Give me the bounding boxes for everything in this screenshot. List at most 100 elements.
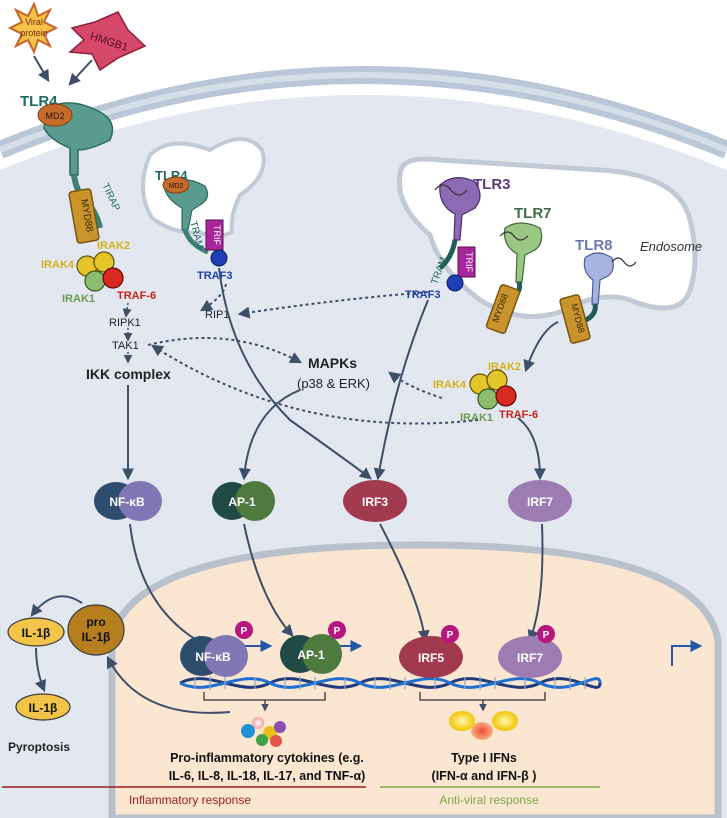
ifn-blobs	[449, 711, 518, 740]
myd88-box-left	[68, 188, 100, 244]
pro-il1b-oval	[67, 604, 125, 656]
tlr4-membrane-receptor: TLR4 MD2 TIRAP MYD88	[20, 93, 122, 244]
tlr8-label: TLR8	[575, 237, 613, 254]
pro-to-mature-arrow	[30, 595, 83, 617]
endosome-traf3-to-irf3-arrow	[218, 267, 372, 480]
irf7-nucleus-label: IRF7	[517, 651, 543, 665]
irf5-phospho-label: P	[447, 630, 454, 641]
trif-box-right	[457, 246, 476, 278]
traf3-circle-endosome	[210, 249, 228, 267]
myd88-box-tlr7	[485, 284, 521, 334]
cytokines-caption-1: Pro-inflammatory cytokines (e.g.	[170, 751, 364, 765]
irf7-cyto: IRF7	[508, 480, 572, 522]
ap1-nucleus: AP-1 P	[280, 621, 346, 674]
cytokine-blobs	[241, 717, 286, 747]
right-traf3-to-rip1-arrow	[237, 291, 429, 319]
il1b-branch: IL-1β pro IL-1β IL-1β Pyroptosis	[7, 595, 231, 754]
gene-brackets	[203, 692, 546, 712]
tlr7-label: TLR7	[514, 205, 552, 222]
irf7-phospho-label: P	[543, 630, 550, 641]
ap1-phospho-label: P	[334, 626, 341, 637]
md2-oval	[37, 103, 73, 127]
irak2-label-left: IRAK2	[97, 240, 130, 252]
irf7-cyto-label: IRF7	[527, 495, 553, 509]
nfkb-phospho-label: P	[241, 626, 248, 637]
traf3-label-endosome: TRAF3	[197, 270, 232, 282]
traf3-circle-right	[446, 274, 464, 292]
trif-label-right: TRIF	[464, 252, 474, 272]
viral-protein-label-1: Viral	[25, 17, 43, 27]
nfkb-cyto: NF-κB	[94, 481, 162, 521]
tak1-to-mapks-arrow	[147, 337, 303, 364]
irf7-import-arrow	[527, 523, 544, 643]
traf3-label-right: TRAF3	[405, 289, 440, 301]
myd88-to-irak-right-arrow	[523, 321, 559, 373]
viral-to-tlr4-arrow	[33, 55, 50, 83]
md2-label-endosome: MD2	[169, 183, 184, 190]
tlr8-receptor: TLR8 MYD88	[559, 237, 637, 344]
endosome-label: Endosome	[640, 239, 702, 254]
viral-protein-star: Viral protein	[7, 1, 59, 55]
myd88-box-tlr8	[559, 294, 591, 344]
nfkb-nucleus: NF-κB P	[180, 621, 253, 677]
pyroptosis-label: Pyroptosis	[8, 740, 70, 754]
irak4-label-left: IRAK4	[41, 259, 75, 271]
nfkb-import-arrow	[129, 523, 208, 647]
irak1-label-right: IRAK1	[460, 412, 493, 424]
ifn-caption-1: Type I IFNs	[451, 751, 517, 765]
irf3-cyto-label: IRF3	[362, 495, 388, 509]
irak2-circle-right	[486, 369, 508, 391]
cytokine-to-pro-il1b-arrow	[106, 655, 231, 714]
irak4-label-right: IRAK4	[433, 379, 467, 391]
traf6-circle-right	[495, 385, 517, 407]
ifn-caption-2: (IFN-α and IFN-β )	[432, 769, 537, 783]
irf3-import-arrow	[379, 523, 430, 643]
nfkb-nucleus-label: NF-κB	[195, 650, 231, 664]
irf7-nucleus: IRF7 P	[498, 625, 562, 678]
signaling-arrows	[122, 267, 559, 481]
ap1-nucleus-label: AP-1	[297, 648, 325, 662]
inflammatory-response-label: Inflammatory response	[129, 793, 251, 807]
nfkb-cyto-label: NF-κB	[109, 495, 145, 509]
irf5-nucleus-label: IRF5	[418, 651, 444, 665]
il1b-mature-label: IL-1β	[22, 626, 51, 640]
mature-to-secreted-arrow	[34, 647, 47, 693]
traf6-circle-left	[102, 267, 124, 289]
md2-label: MD2	[45, 111, 64, 121]
il1b-secreted-label: IL-1β	[29, 701, 58, 715]
mapks-sub-label: (p38 & ERK)	[297, 376, 370, 391]
irak-to-irf7-arrow	[517, 417, 546, 481]
ap1-import-arrow	[243, 523, 294, 637]
il1b-mature-oval	[7, 617, 65, 647]
cytokines-caption-2: IL-6, IL-8, IL-18, IL-17, and TNF-α)	[169, 769, 366, 783]
viral-protein-label-2: protein	[20, 28, 48, 38]
trif-box-endosome	[205, 219, 224, 251]
hmgb1-to-tlr4-arrow	[68, 59, 93, 86]
nuclear-import-arrows	[129, 523, 544, 647]
irak1-circle-left	[84, 270, 106, 292]
trif-label-endosome: TRIF	[212, 225, 222, 245]
right-traf3-to-irf3-arrow	[373, 299, 429, 481]
tlr7-receptor: TLR7 MYD88	[485, 205, 552, 334]
traf6-label-right: TRAF-6	[499, 409, 538, 421]
irak1-label-left: IRAK1	[62, 293, 95, 305]
pro-il1b-label-2: IL-1β	[82, 630, 111, 644]
mapks-to-ap1-arrow	[238, 389, 301, 481]
irf3-cyto: IRF3	[343, 480, 407, 522]
tlr3-receptor: TLR3 TRIF TRAM TRAF3	[405, 176, 511, 301]
ripk1-label: RIPK1	[109, 317, 141, 329]
md2-oval-endosome	[162, 176, 190, 194]
antiviral-response-label: Anti-viral response	[439, 793, 539, 807]
irak2-circle-left	[93, 251, 115, 273]
hmgb1-shape: HMGB1	[68, 11, 147, 72]
dna-helix	[179, 676, 602, 690]
irak1-circle-right	[477, 388, 499, 410]
tlr3-label: TLR3	[473, 176, 511, 193]
pro-il1b-label-1: pro	[86, 615, 105, 629]
irak-complex-right: IRAK4 IRAK2 IRAK1 TRAF-6	[433, 361, 538, 424]
traf6-label-left: TRAF-6	[117, 290, 156, 302]
irak-to-mapks-arrow	[388, 371, 443, 399]
il1b-secreted-oval	[15, 693, 71, 721]
